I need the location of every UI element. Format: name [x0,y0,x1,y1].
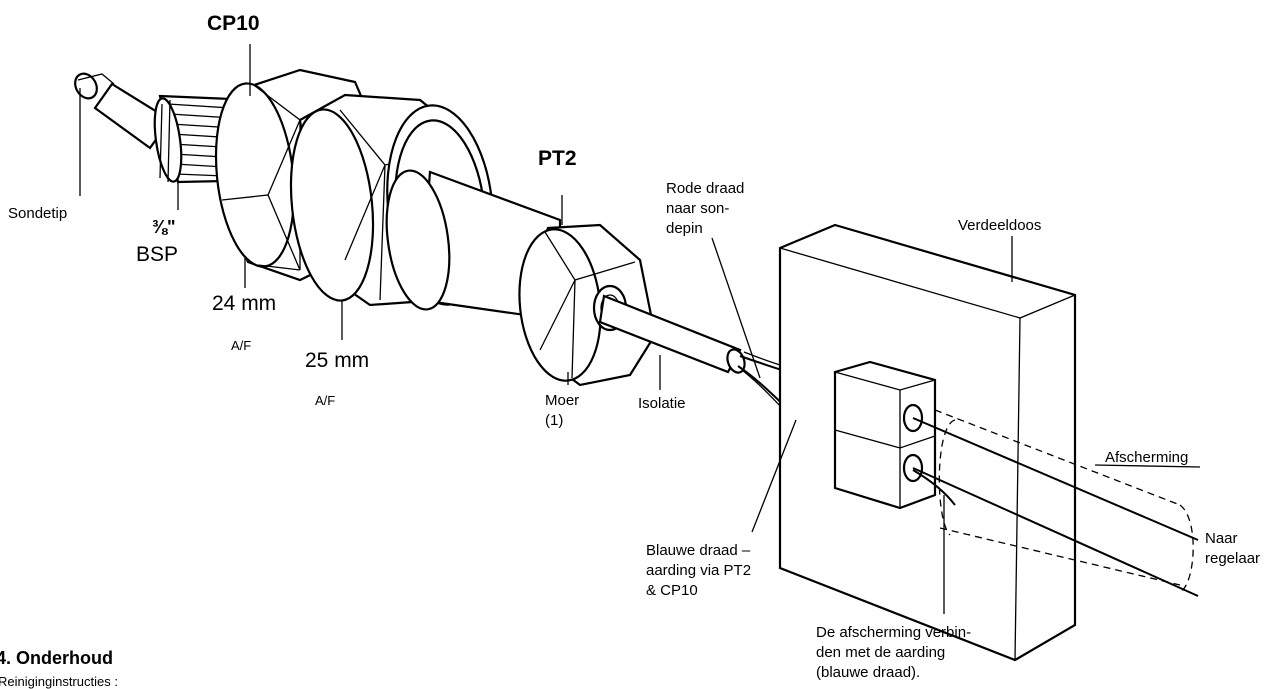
label-blauwe-draad-3: & CP10 [646,582,698,599]
label-pt2: PT2 [538,147,577,170]
label-rode-draad-3: depin [666,220,703,237]
label-af-2: A/F [315,393,335,408]
terminal-block [833,360,937,510]
label-cp10: CP10 [207,12,260,35]
label-af-1: A/F [231,338,251,353]
label-25mm: 25 mm [305,349,369,372]
label-moer-2: (1) [545,412,563,429]
label-afscherming: Afscherming [1105,449,1188,466]
section-subheading: Reiniginginstructies : [0,674,118,689]
label-blauwe-draad-1: Blauwe draad – [646,542,751,559]
label-rode-draad-2: naar son- [666,200,729,217]
moer-nut [518,223,657,387]
label-bsp-fraction: ⅜" [152,217,176,237]
label-bsp: BSP [136,243,178,266]
output-cable [912,409,1199,597]
label-blauwe-draad-2: aarding via PT2 [646,562,751,579]
label-sondetip: Sondetip [8,205,67,222]
section-heading: 4. Onderhoud [0,648,113,668]
leader-lines [79,44,1201,614]
label-verdeeldoos: Verdeeldoos [958,217,1041,234]
label-afscherming-verbinden-1: De afscherming verbin- [816,624,971,641]
label-rode-draad-1: Rode draad [666,180,744,197]
label-24mm: 24 mm [212,292,276,315]
label-afscherming-verbinden-3: (blauwe draad). [816,664,920,681]
label-naar-regelaar-1: Naar [1205,530,1238,547]
label-afscherming-verbinden-2: den met de aarding [816,644,945,661]
labels: CP10 PT2 Sondetip ⅜" BSP 24 mm A/F 25 mm… [8,12,1260,681]
label-isolatie: Isolatie [638,395,686,412]
label-moer-1: Moer [545,392,579,409]
label-naar-regelaar-2: regelaar [1205,550,1260,567]
section-header: 4. Onderhoud Reiniginginstructies : [0,648,118,689]
